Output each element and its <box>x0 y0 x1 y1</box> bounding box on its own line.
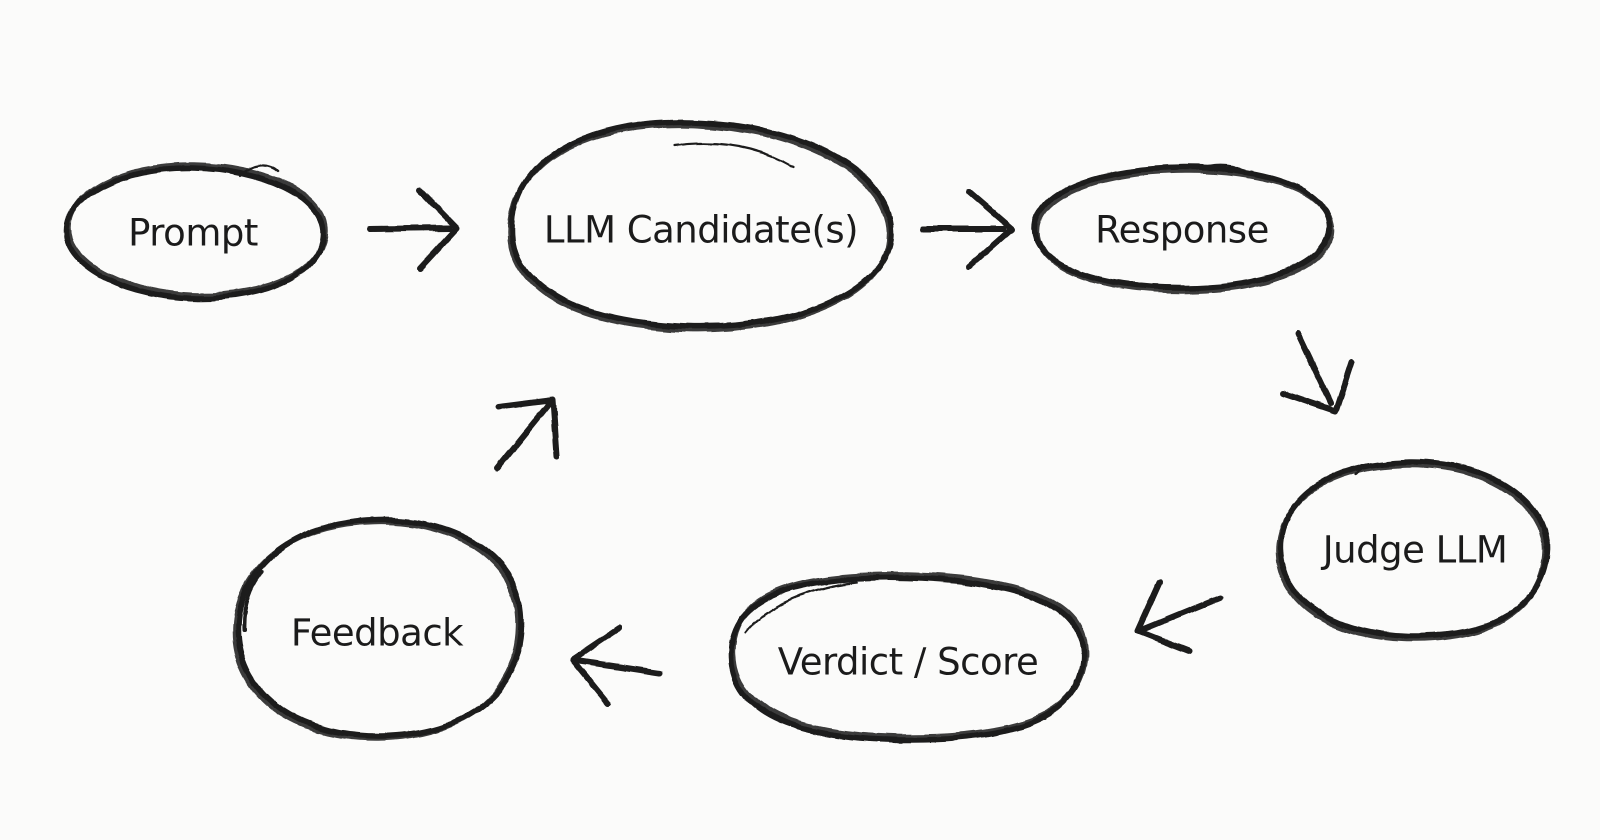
arrow-shaft <box>1295 330 1334 406</box>
node-response <box>1032 164 1332 291</box>
response-bubble-overlap-stroke <box>1194 164 1254 176</box>
arrow-response-to-judge-llm <box>1280 330 1355 414</box>
feedback-bubble-overlap-stroke <box>241 570 264 632</box>
arrow-verdict-score-to-feedback <box>570 626 663 706</box>
arrow-head <box>417 187 460 271</box>
prompt-bubble-overlap-stroke <box>238 164 280 178</box>
prompt-label: Prompt <box>128 212 258 255</box>
arrow-llm-candidates-to-response <box>920 189 1015 270</box>
arrow-head <box>495 397 560 459</box>
arrow-shaft <box>367 225 453 232</box>
arrow-prompt-to-llm-candidates <box>367 187 460 271</box>
arrow-judge-llm-to-verdict-score <box>1135 579 1223 654</box>
llm-candidates-label: LLM Candidate(s) <box>544 209 858 252</box>
arrow-head <box>1280 359 1355 414</box>
llm-candidates-bubble-overlap-stroke <box>673 142 795 169</box>
verdict-score-bubble-overlap-stroke <box>744 580 860 634</box>
arrow-head <box>966 189 1015 270</box>
judge-llm-label: Judge LLM <box>1321 529 1508 572</box>
arrow-shaft <box>577 658 663 676</box>
arrow-head <box>1135 579 1192 654</box>
node-judge-llm <box>1279 459 1550 639</box>
arrow-head <box>570 626 622 706</box>
node-llm-candidates <box>511 119 894 329</box>
judge-llm-bubble-overlap-stroke <box>1354 461 1392 477</box>
node-verdict-score <box>728 575 1085 743</box>
feedback-label: Feedback <box>291 612 464 655</box>
arrow-feedback-to-llm-candidates <box>494 397 560 471</box>
response-label: Response <box>1095 209 1269 252</box>
verdict-score-label: Verdict / Score <box>778 641 1039 684</box>
arrow-shaft <box>1141 595 1223 632</box>
arrow-shaft <box>494 401 552 471</box>
node-prompt <box>64 164 325 301</box>
node-labels: Prompt LLM Candidate(s) Response Judge L… <box>128 209 1508 684</box>
node-feedback <box>235 517 525 738</box>
